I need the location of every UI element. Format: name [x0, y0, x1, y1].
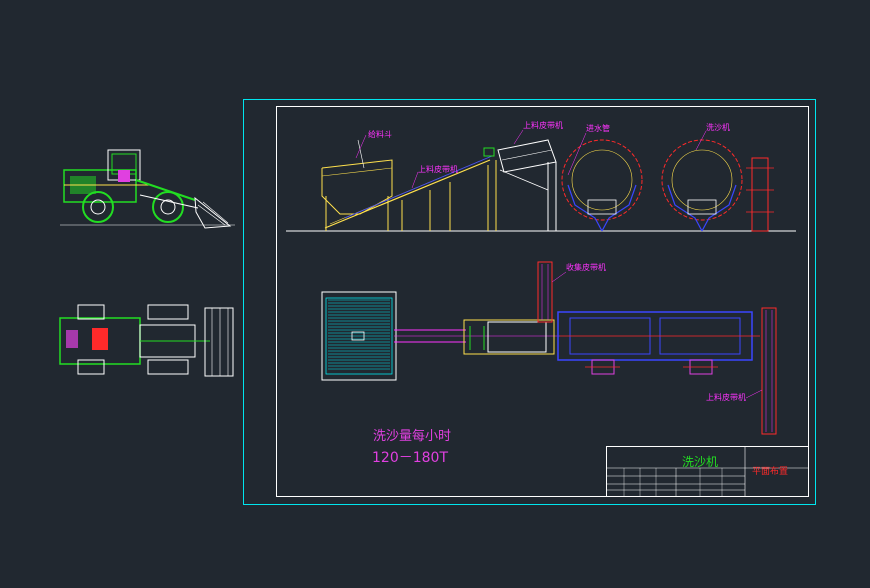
output-belt-elevation [746, 157, 774, 232]
feed-belt-elevation [324, 155, 497, 231]
title-block: 洗沙机 平面布置 [606, 446, 809, 497]
label-hopper: 给料斗 [368, 129, 392, 139]
label-output-belt: 上料皮带机 [706, 392, 746, 402]
inner-frame [276, 106, 809, 497]
collect-belt-plan [537, 261, 553, 323]
elevation-view: 给料斗 上料皮带机 上料皮带机 进水管 洗沙机 [286, 120, 796, 232]
loader-top-view [59, 304, 234, 377]
label-sand-washer: 洗沙机 [706, 122, 730, 132]
hopper-plan [321, 291, 397, 381]
capacity-value: 120－180T [372, 450, 448, 466]
screen-plan [463, 319, 555, 355]
outer-frame [243, 99, 816, 505]
loader-side-view [60, 149, 235, 229]
label-collect-belt: 收集皮带机 [566, 262, 606, 272]
title-block-drawing-title: 洗沙机 [682, 455, 718, 469]
capacity-title: 洗沙量每小时 [373, 428, 451, 444]
screen-elevation [483, 139, 557, 231]
hopper-elevation [321, 139, 393, 231]
title-block-company: 平面布置 [752, 465, 788, 477]
label-feed-belt: 上料皮带机 [418, 164, 458, 174]
label-water-pipe: 进水管 [586, 123, 610, 133]
output-belt-plan [761, 307, 777, 435]
sand-washer-1 [561, 139, 643, 232]
plan-view: 收集皮带机 上料皮带机 [321, 261, 777, 435]
label-top-belt: 上料皮带机 [523, 120, 563, 130]
sand-washer-plan [557, 311, 760, 375]
sand-washer-2 [661, 139, 743, 232]
